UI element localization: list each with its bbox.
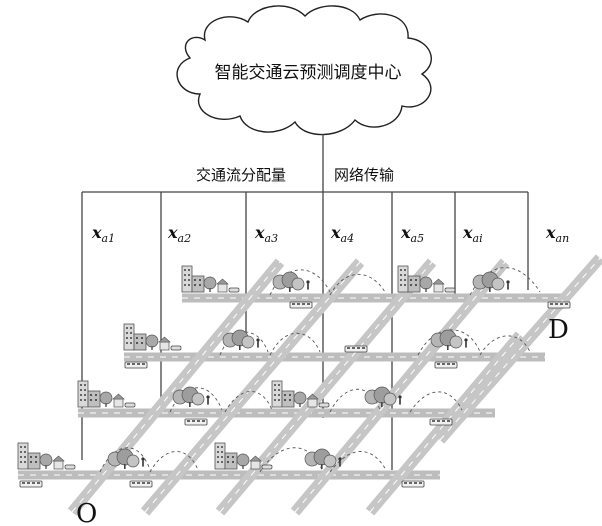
bus-icon bbox=[547, 301, 571, 309]
variable-labels: xa1 xa2 xa3 xa4 xa5 xai xan bbox=[91, 223, 569, 245]
variable-label-an: xan bbox=[545, 223, 569, 245]
variable-label-a2: xa2 bbox=[167, 223, 191, 245]
bus-icon bbox=[19, 480, 43, 488]
tree-cluster bbox=[172, 386, 211, 408]
building-cluster bbox=[181, 265, 240, 293]
bus-icon bbox=[429, 418, 453, 426]
tree-cluster bbox=[107, 448, 146, 470]
variable-label-a4: xa4 bbox=[330, 223, 354, 245]
bus-icon bbox=[129, 480, 153, 488]
destination-node-label: D bbox=[548, 315, 569, 345]
building-cluster bbox=[17, 442, 76, 470]
tree-cluster bbox=[472, 271, 511, 293]
variable-label-ai: xai bbox=[462, 223, 483, 245]
cloud-title: 智能交通云预测调度中心 bbox=[215, 63, 402, 83]
bus-icon bbox=[344, 345, 368, 353]
bus-icon bbox=[124, 361, 148, 369]
variable-label-a5: xa5 bbox=[400, 223, 424, 245]
variable-label-a1: xa1 bbox=[91, 223, 115, 245]
bus-icon bbox=[289, 301, 313, 309]
road-network bbox=[17, 254, 602, 516]
building-cluster bbox=[123, 323, 182, 351]
network-label-left: 交通流分配量 bbox=[196, 166, 286, 184]
cloud-shape bbox=[176, 5, 432, 136]
bus-icon bbox=[434, 361, 458, 369]
tree-cluster bbox=[222, 329, 261, 351]
origin-node-label: O bbox=[76, 499, 97, 526]
building-cluster bbox=[77, 380, 136, 408]
variable-label-a3: xa3 bbox=[254, 223, 278, 245]
tree-cluster bbox=[430, 329, 469, 351]
tree-cluster bbox=[272, 271, 311, 293]
diagonal-road-markings bbox=[71, 257, 601, 513]
bus-icon bbox=[184, 418, 208, 426]
bus-icon bbox=[401, 480, 425, 488]
network-label-right: 网络传输 bbox=[334, 166, 394, 184]
